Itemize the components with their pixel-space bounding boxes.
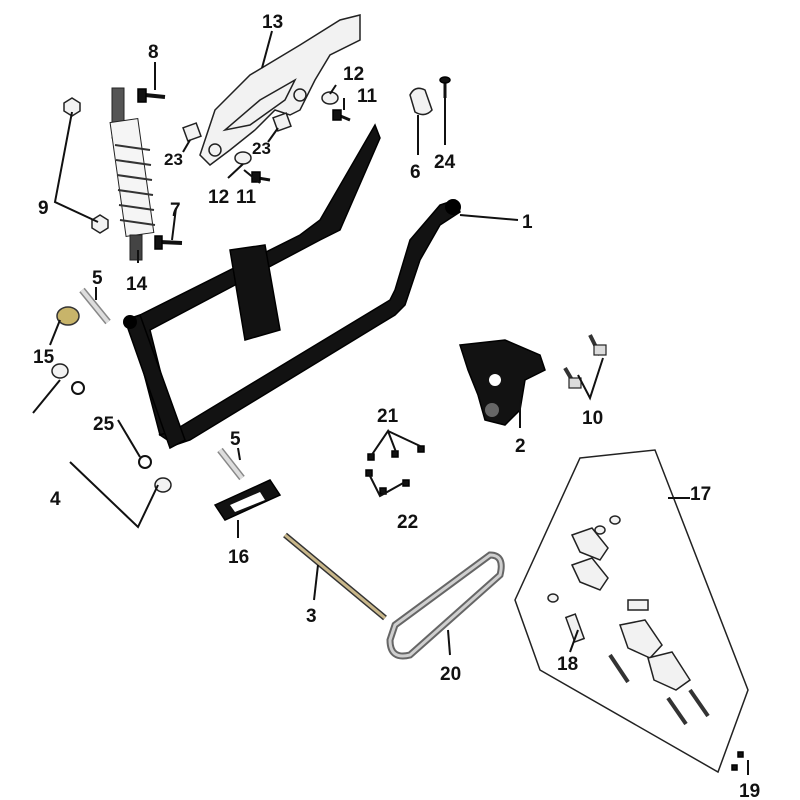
nut-part-a <box>321 91 339 105</box>
pin-part-5b <box>217 447 245 481</box>
washer-part-a <box>71 381 85 395</box>
bolt-part-10b <box>563 366 582 389</box>
callout-15: 15 <box>33 347 55 368</box>
callout-12a: 12 <box>343 64 364 85</box>
callout-3: 3 <box>306 606 317 627</box>
callout-1: 1 <box>522 212 533 233</box>
callout-6: 6 <box>410 162 421 183</box>
bushing-part <box>56 306 80 326</box>
callout-5a: 5 <box>92 268 103 289</box>
bolt-part-11b <box>251 171 271 183</box>
callout-19: 19 <box>739 781 760 800</box>
callout-9: 9 <box>38 198 49 219</box>
callout-2: 2 <box>515 436 526 457</box>
callout-21: 21 <box>377 406 399 427</box>
callout-24: 24 <box>434 152 456 173</box>
clip-part-a <box>182 122 202 142</box>
clamp-part <box>409 87 433 116</box>
callout-25: 25 <box>93 414 115 435</box>
callout-18: 18 <box>557 654 578 675</box>
kit-outline <box>514 449 749 774</box>
nut-part-9b <box>91 214 109 234</box>
callout-23a: 23 <box>164 150 183 169</box>
chain-part <box>386 551 505 660</box>
callout-20: 20 <box>440 664 461 685</box>
screw-part-24 <box>439 76 451 98</box>
swing-arm-part <box>123 123 461 450</box>
bolt-part-8 <box>137 88 166 103</box>
leader-lines <box>32 30 749 775</box>
clip-part-b <box>272 112 292 132</box>
callout-12b: 12 <box>208 187 229 208</box>
callout-17: 17 <box>690 484 711 505</box>
callout-7: 7 <box>170 200 181 221</box>
washer-part-b <box>138 455 152 469</box>
caliper-bracket-part <box>459 339 546 426</box>
callout-5b: 5 <box>230 429 241 450</box>
callout-4: 4 <box>50 489 61 510</box>
chain-guard-part <box>199 14 361 166</box>
shock-absorber-part <box>109 87 156 261</box>
callout-16: 16 <box>228 547 249 568</box>
pin-part-5a <box>79 287 111 325</box>
kit-parts <box>547 515 744 771</box>
nut-part-b <box>234 151 252 165</box>
collar-part-a <box>51 363 69 379</box>
callout-14: 14 <box>126 274 148 295</box>
callout-10: 10 <box>582 408 603 429</box>
callout-13: 13 <box>262 12 283 33</box>
nut-part-9a <box>63 97 81 117</box>
callout-11a: 11 <box>357 86 378 107</box>
callout-11b: 11 <box>236 187 257 208</box>
collar-part-b <box>154 477 172 493</box>
callout-23b: 23 <box>252 139 271 158</box>
bolt-part-7 <box>154 235 183 250</box>
bolt-part-11a <box>332 109 351 122</box>
callout-8: 8 <box>148 42 159 63</box>
callout-22: 22 <box>397 512 418 533</box>
bolt-part-10a <box>588 334 607 356</box>
axle-part <box>283 532 387 621</box>
